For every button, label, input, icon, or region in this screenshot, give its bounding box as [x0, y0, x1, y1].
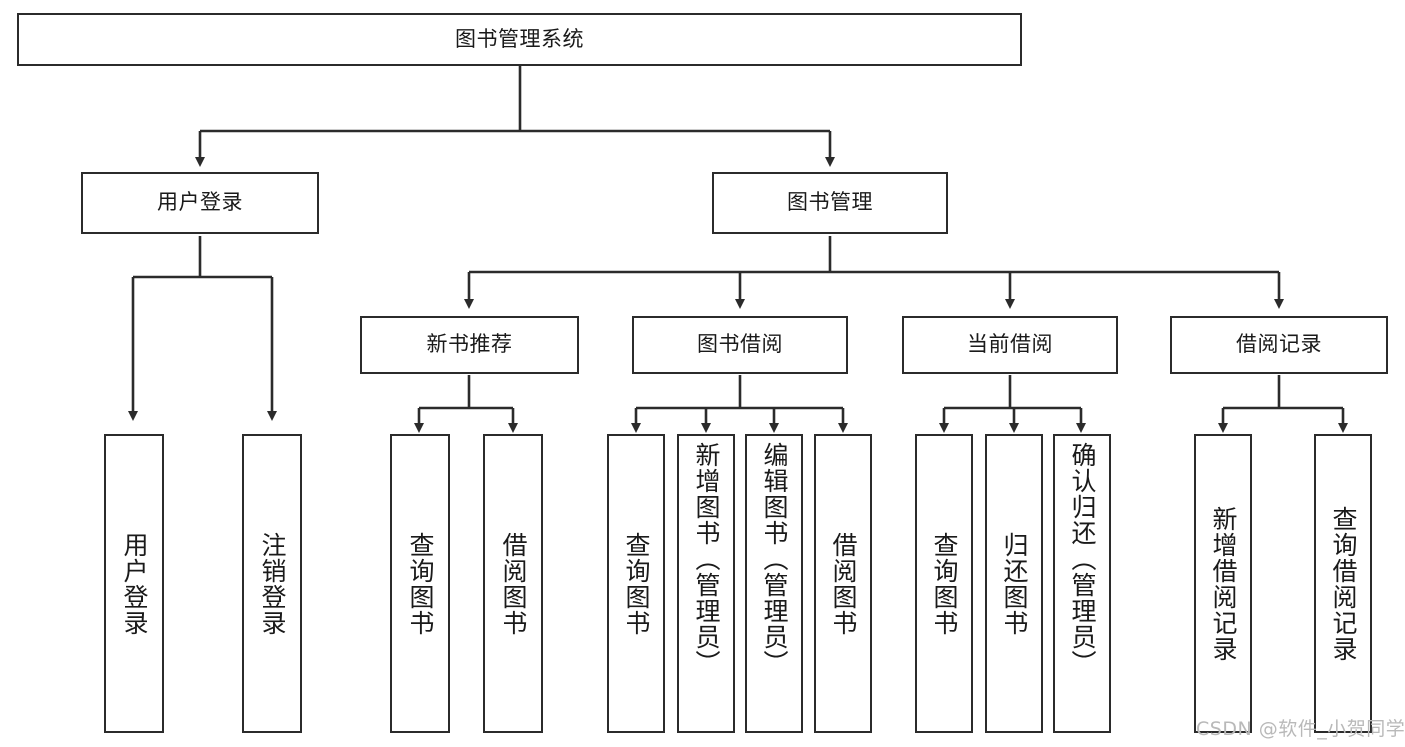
node-current-borrow[interactable]: 当前借阅	[902, 316, 1118, 374]
leaf-query-record[interactable]: 查询借阅记录	[1314, 434, 1372, 733]
leaf-confirm-return-label: 确认归还（管理员）	[1068, 442, 1097, 676]
leaf-add-record[interactable]: 新增借阅记录	[1194, 434, 1252, 733]
node-current-borrow-label: 当前借阅	[967, 332, 1053, 357]
leaf-add-record-label: 新增借阅记录	[1209, 505, 1238, 662]
node-root[interactable]: 图书管理系统	[17, 13, 1022, 66]
leaf-confirm-return[interactable]: 确认归还（管理员）	[1053, 434, 1111, 733]
leaf-add-book-label: 新增图书（管理员）	[692, 442, 721, 676]
leaf-user-login-label: 用户登录	[120, 531, 149, 636]
leaf-query-book-1-label: 查询图书	[406, 531, 435, 636]
leaf-borrow-book-2[interactable]: 借阅图书	[814, 434, 872, 733]
leaf-query-book-1[interactable]: 查询图书	[390, 434, 450, 733]
leaf-query-book-2[interactable]: 查询图书	[607, 434, 665, 733]
leaf-user-logout[interactable]: 注销登录	[242, 434, 302, 733]
leaf-borrow-book-1[interactable]: 借阅图书	[483, 434, 543, 733]
leaf-return-book[interactable]: 归还图书	[985, 434, 1043, 733]
leaf-edit-book[interactable]: 编辑图书（管理员）	[745, 434, 803, 733]
node-book-manage-label: 图书管理	[787, 190, 873, 215]
csdn-watermark: CSDN @软件_小贺同学	[1196, 718, 1405, 740]
node-book-manage[interactable]: 图书管理	[712, 172, 948, 234]
node-book-borrow-label: 图书借阅	[697, 332, 783, 357]
leaf-user-login[interactable]: 用户登录	[104, 434, 164, 733]
leaf-query-book-3[interactable]: 查询图书	[915, 434, 973, 733]
node-root-label: 图书管理系统	[455, 26, 584, 51]
leaf-borrow-book-2-label: 借阅图书	[829, 531, 858, 636]
node-new-book-rec[interactable]: 新书推荐	[360, 316, 579, 374]
node-borrow-record[interactable]: 借阅记录	[1170, 316, 1388, 374]
node-user-login[interactable]: 用户登录	[81, 172, 319, 234]
leaf-add-book[interactable]: 新增图书（管理员）	[677, 434, 735, 733]
leaf-return-book-label: 归还图书	[1000, 531, 1029, 636]
node-book-borrow[interactable]: 图书借阅	[632, 316, 848, 374]
node-new-book-rec-label: 新书推荐	[426, 332, 513, 357]
leaf-query-book-3-label: 查询图书	[930, 531, 959, 636]
leaf-query-record-label: 查询借阅记录	[1329, 505, 1358, 662]
leaf-query-book-2-label: 查询图书	[622, 531, 651, 636]
leaf-user-logout-label: 注销登录	[258, 531, 287, 636]
leaf-borrow-book-1-label: 借阅图书	[499, 531, 528, 636]
node-borrow-record-label: 借阅记录	[1236, 332, 1322, 357]
node-user-login-label: 用户登录	[157, 190, 243, 215]
leaf-edit-book-label: 编辑图书（管理员）	[760, 442, 789, 676]
